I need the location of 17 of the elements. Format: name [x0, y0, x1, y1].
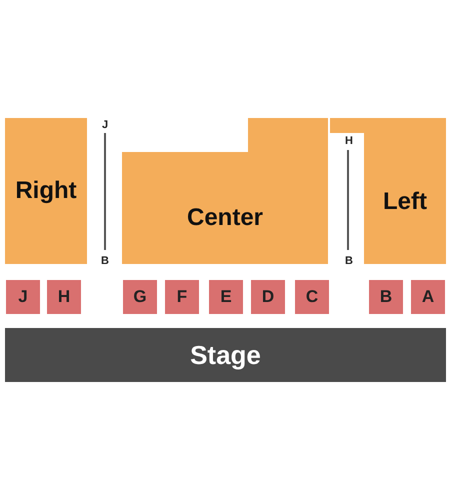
- seat-row-block: C: [295, 280, 329, 314]
- seat-row-block: G: [123, 280, 157, 314]
- seat-row-block: H: [47, 280, 81, 314]
- seat-row-block: B: [369, 280, 403, 314]
- row-marker: H: [345, 135, 353, 147]
- row-marker: B: [345, 255, 353, 267]
- seat-row-block: J: [6, 280, 40, 314]
- seat-row-block: D: [251, 280, 285, 314]
- seat-row-block: A: [411, 280, 445, 314]
- seat-row-block: E: [209, 280, 243, 314]
- row-marker: B: [101, 255, 109, 267]
- section-label: Center: [186, 204, 264, 232]
- row-marker: J: [102, 119, 108, 131]
- stage-area: Stage: [5, 328, 446, 382]
- seat-row-block: F: [165, 280, 199, 314]
- seating-section: Right: [5, 118, 87, 264]
- section-label: Left: [383, 188, 427, 216]
